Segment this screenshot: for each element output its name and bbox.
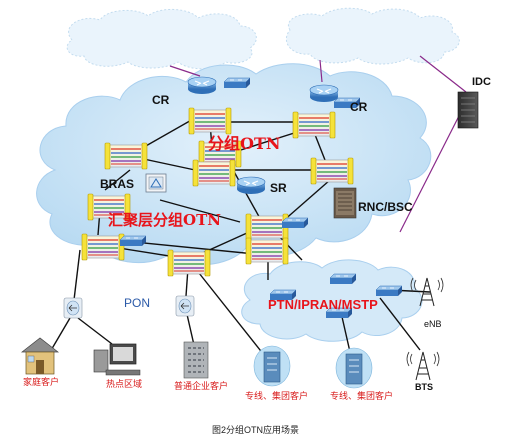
cabinet-icon-1 — [253, 345, 291, 387]
switch-icon-ptn-right — [375, 285, 403, 297]
desktop-icon — [93, 343, 141, 376]
tower-icon-bts — [406, 351, 440, 381]
label-ptn: PTN/IPRAN/MSTP — [268, 297, 378, 312]
label-bts: BTS — [415, 382, 433, 392]
otn-node-agg-2 — [81, 233, 125, 261]
label-cr-right: CR — [350, 100, 368, 114]
splitter-icon-home — [63, 297, 83, 319]
switch-icon-ptn-top — [329, 273, 357, 285]
switch-icon-cr-left — [223, 77, 251, 89]
otn-node-core-mid — [192, 159, 236, 187]
switch-icon-left — [119, 235, 147, 247]
otn-node-agg-3 — [167, 249, 211, 277]
otn-node-agg-4 — [245, 213, 289, 241]
label-rnc-bsc: RNC/BSC — [358, 200, 413, 214]
cloud-ptn — [241, 259, 423, 342]
label-hotspot: 热点区域 — [106, 380, 143, 390]
label-enterprise: 普通企业客户 — [174, 382, 229, 392]
otn-node-cr-right — [292, 111, 336, 139]
router-icon-sr — [236, 176, 266, 195]
label-agg-otn: 汇聚层分组OTN — [108, 211, 221, 229]
label-idc: IDC — [472, 76, 491, 88]
splitter-icon-enterprise — [175, 295, 195, 317]
otn-node-agg-5 — [245, 237, 289, 265]
cloud-top-right — [285, 7, 460, 65]
label-sr: SR — [270, 181, 287, 195]
rnc-rack-icon — [333, 187, 357, 219]
otn-node-core-right — [310, 157, 354, 185]
router-icon-cr-left — [187, 76, 217, 95]
otn-node-bras-upper — [104, 142, 148, 170]
bras-icon — [145, 173, 167, 193]
label-otn-core: 分组OTN — [208, 134, 281, 153]
cabinet-icon-2 — [335, 347, 373, 389]
label-dedicated-1: 专线、集团客户 — [245, 392, 309, 402]
cloud-top-left — [66, 9, 257, 70]
label-cr-left: CR — [152, 93, 170, 107]
router-icon-cr-right — [309, 84, 339, 103]
label-enb: eNB — [424, 319, 442, 329]
label-bras: BRAS — [100, 177, 135, 191]
building-icon — [183, 341, 209, 379]
label-home: 家庭客户 — [23, 378, 60, 388]
label-dedicated-2: 专线、集团客户 — [330, 392, 394, 402]
house-icon — [20, 337, 60, 375]
purple-links — [169, 55, 467, 233]
otn-node-cr-left — [188, 107, 232, 135]
switch-icon-agg — [281, 217, 309, 229]
idc-rack-icon — [457, 91, 479, 129]
figure-caption: 图2分组OTN应用场景 — [212, 425, 300, 435]
label-pon: PON — [124, 296, 151, 310]
